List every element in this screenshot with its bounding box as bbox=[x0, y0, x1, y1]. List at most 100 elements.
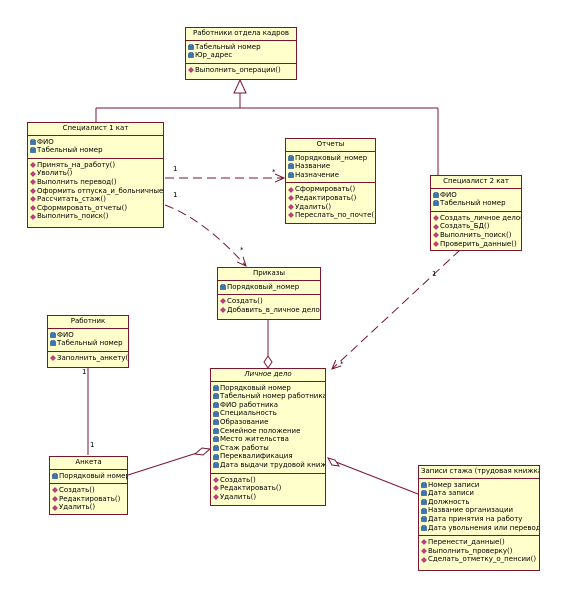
operation-row: Выполнить перевод() bbox=[30, 178, 161, 187]
class-specialist-1[interactable]: Специалист 1 кат ФИО Табельный номер При… bbox=[27, 122, 164, 228]
operation-row: Оформить отпуска_и_больничные() bbox=[30, 186, 163, 196]
class-title: Записи стажа (трудовая книжка) bbox=[419, 466, 539, 479]
operation-row: Создать_личное дело() bbox=[433, 214, 521, 223]
operation-label: Сделать_отметку_о_пенсии() bbox=[428, 555, 537, 564]
operation-row: Создать() bbox=[220, 297, 318, 306]
operations-section: Создать() Редактировать() Удалить() bbox=[50, 484, 127, 515]
operation-icon bbox=[30, 187, 36, 194]
operation-label: Удалить() bbox=[220, 492, 257, 501]
attribute-row: Дата увольнения или перевода bbox=[421, 524, 539, 533]
attribute-row: Специальность bbox=[213, 409, 323, 418]
operation-label: Выполнить_поиск() bbox=[37, 212, 109, 221]
attribute-row: Табельный номер bbox=[433, 199, 519, 208]
attribute-icon bbox=[421, 516, 427, 523]
generalization-lines bbox=[95, 93, 439, 175]
operation-label: Удалить() bbox=[59, 503, 96, 512]
class-specialist-2[interactable]: Специалист 2 кат ФИО Табельный номер Соз… bbox=[430, 175, 522, 251]
attribute-row: Табельный номер bbox=[50, 339, 126, 348]
attribute-icon bbox=[213, 462, 219, 469]
class-reports[interactable]: Отчеты Порядковый_номер Название Назначе… bbox=[285, 138, 376, 224]
operations-section: Создать_личное дело() Создать_БД() Выпол… bbox=[431, 212, 521, 251]
attribute-row: Дата записи bbox=[421, 489, 537, 498]
multiplicity-spec2-file-to: * bbox=[340, 360, 344, 368]
attribute-label: Специальность bbox=[220, 409, 277, 418]
class-hr-staff[interactable]: Работники отдела кадров Табельный номер … bbox=[185, 27, 297, 80]
attribute-icon bbox=[50, 340, 56, 347]
operation-row: Редактировать() bbox=[288, 194, 373, 203]
operation-row: Выполнить_проверку() bbox=[421, 547, 537, 556]
attribute-row: Назначение bbox=[288, 171, 373, 180]
operation-icon bbox=[220, 307, 226, 314]
operation-row: Переслать_по_почте() bbox=[288, 211, 375, 220]
operation-icon bbox=[213, 485, 219, 492]
operation-icon bbox=[30, 205, 36, 212]
operation-label: Редактировать() bbox=[295, 193, 357, 202]
operation-row: Удалить() bbox=[52, 503, 125, 512]
attribute-label: Название организации bbox=[428, 506, 514, 515]
attribute-icon bbox=[288, 163, 294, 170]
class-workbook[interactable]: Записи стажа (трудовая книжка) Номер зап… bbox=[418, 465, 540, 571]
multiplicity-spec2-file-from: 1 bbox=[432, 270, 437, 278]
operation-icon bbox=[421, 539, 427, 546]
attribute-row: Номер записи bbox=[421, 481, 537, 490]
attribute-row: Должность bbox=[421, 498, 537, 507]
operation-row: Удалить() bbox=[288, 203, 373, 212]
attribute-row: Порядковый номер bbox=[52, 471, 127, 481]
aggregation-form-file bbox=[127, 451, 201, 476]
attribute-icon bbox=[213, 419, 219, 426]
operation-icon bbox=[52, 504, 58, 511]
operation-label: Выполнить_операции() bbox=[195, 65, 281, 74]
attributes-section: Табельный номер Юр_адрес bbox=[186, 41, 296, 64]
operation-row: Выполнить_поиск() bbox=[433, 231, 519, 240]
attribute-row: Юр_адрес bbox=[188, 51, 294, 60]
attribute-label: Должность bbox=[428, 497, 470, 506]
attribute-icon bbox=[52, 472, 58, 479]
class-orders[interactable]: Приказы Порядковый_номер Создать() Добав… bbox=[217, 267, 321, 320]
class-form[interactable]: Анкета Порядковый номер Создать() Редакт… bbox=[49, 456, 128, 515]
attribute-label: ФИО bbox=[440, 190, 457, 199]
operation-icon bbox=[288, 203, 294, 210]
aggregation-diamond-workbook bbox=[326, 457, 341, 467]
attribute-icon bbox=[50, 331, 56, 338]
operation-row: Удалить() bbox=[213, 493, 323, 502]
attribute-label: Дата записи bbox=[428, 489, 474, 498]
operation-icon bbox=[433, 215, 439, 222]
attribute-icon bbox=[288, 172, 294, 178]
class-title: Работники отдела кадров bbox=[186, 28, 296, 41]
attribute-row: ФИО bbox=[50, 331, 126, 340]
operation-icon bbox=[433, 223, 439, 230]
multiplicity-worker-form-to: 1 bbox=[90, 441, 95, 449]
class-worker[interactable]: Работник ФИО Табельный номер Заполнить_а… bbox=[47, 315, 129, 368]
class-title: Работник bbox=[48, 316, 128, 329]
operation-label: Выполнить_проверку() bbox=[428, 546, 513, 555]
attribute-row: Табельный номер bbox=[30, 146, 161, 155]
operation-icon bbox=[213, 476, 219, 483]
operation-icon bbox=[30, 170, 36, 177]
attribute-label: Порядковый номер bbox=[59, 471, 127, 480]
attribute-icon bbox=[188, 52, 194, 59]
operation-row: Уволить() bbox=[30, 169, 161, 178]
operation-label: Заполнить_анкету() bbox=[57, 353, 128, 362]
attribute-icon bbox=[213, 436, 219, 443]
operation-row: Выполнить_операции() bbox=[188, 66, 294, 75]
attribute-row: ФИО bbox=[30, 138, 161, 147]
attribute-icon bbox=[213, 384, 219, 391]
operation-row: Принять_на_работу() bbox=[30, 161, 161, 170]
multiplicity-worker-form-from: 1 bbox=[82, 368, 87, 376]
class-title: Специалист 1 кат bbox=[28, 123, 163, 136]
class-personal-file[interactable]: Личное дело Порядковый номер Табельный н… bbox=[210, 368, 326, 506]
attribute-label: Образование bbox=[220, 417, 269, 426]
operations-section: Сформировать() Редактировать() Удалить()… bbox=[286, 183, 375, 222]
attribute-row: Название организации bbox=[421, 506, 537, 515]
attribute-label: Юр_адрес bbox=[195, 51, 233, 60]
class-title: Отчеты bbox=[286, 139, 375, 152]
attribute-row: Название bbox=[288, 162, 373, 171]
operation-label: Оформить отпуска_и_больничные() bbox=[37, 186, 163, 195]
operation-row: Проверить_данные() bbox=[433, 240, 519, 249]
attribute-icon bbox=[421, 481, 427, 488]
multiplicity-spec1-reports-to: * bbox=[272, 168, 276, 176]
operation-icon bbox=[30, 162, 36, 169]
class-title: Приказы bbox=[218, 268, 320, 281]
attribute-label: ФИО bbox=[37, 137, 54, 146]
